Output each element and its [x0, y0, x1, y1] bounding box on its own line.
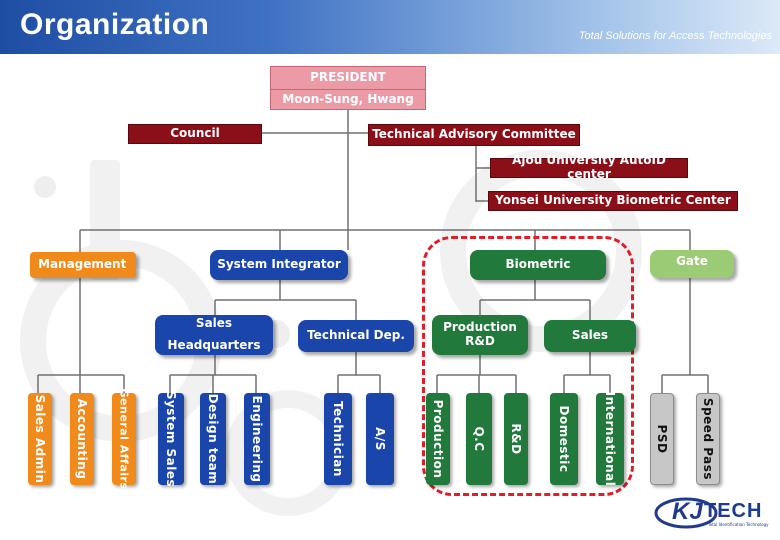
yonsei-biometric-center-box: Yonsei University Biometric Center [488, 191, 738, 211]
leaf-label: Design team [206, 393, 220, 485]
logo-swoosh-icon [654, 497, 718, 529]
leaf-label: PSD [655, 424, 669, 454]
leaf-label: Domestic [557, 405, 571, 473]
leaf-production: Production [426, 393, 450, 485]
page-title: Organization [20, 8, 210, 41]
leaf-label: A/S [373, 427, 387, 451]
biometric-highlight-frame [422, 236, 634, 496]
leaf-rd: R&D [504, 393, 528, 485]
leaf-speed-pass: Speed Pass [696, 393, 720, 485]
kjtech-logo: KJ TECH Total Identification Technology [654, 494, 772, 534]
logo-tech-text: TECH [704, 500, 763, 522]
technical-dep-box: Technical Dep. [298, 320, 414, 352]
header-tagline: Total Solutions for Access Technologies [578, 30, 772, 42]
leaf-label: Engineering [250, 395, 264, 483]
leaf-technician: Technician [324, 393, 352, 485]
leaf-label: Sales Admin [33, 394, 47, 484]
system-integrator-box: System Integrator [210, 250, 348, 280]
logo-subtitle: Total Identification Technology [708, 522, 769, 527]
leaf-label: System Sales [164, 390, 178, 488]
leaf-international: International [596, 391, 624, 487]
leaf-design-team: Design team [200, 393, 226, 485]
gate-box: Gate [650, 250, 734, 278]
sales-headquarters-box: Sales Headquarters [155, 315, 273, 355]
leaf-system-sales: System Sales [158, 390, 184, 488]
leaf-qc: Q.C [466, 393, 492, 485]
leaf-label: Accounting [75, 398, 89, 480]
leaf-as: A/S [366, 393, 394, 485]
leaf-accounting: Accounting [70, 393, 94, 485]
production-rd-line2: R&D [465, 334, 495, 348]
leaf-label: General Affairs [117, 388, 131, 490]
logo-kj-text: KJ [672, 498, 703, 525]
header-bar: Organization Total Solutions for Access … [0, 0, 780, 54]
leaf-label: R&D [509, 423, 523, 455]
biometric-box: Biometric [470, 250, 606, 280]
leaf-sales-admin: Sales Admin [28, 393, 52, 485]
president-name-box: Moon-Sung, Hwang [270, 90, 426, 110]
leaf-general-affairs: General Affairs [112, 389, 136, 489]
leaf-engineering: Engineering [244, 393, 270, 485]
ajou-autoid-center-box: Ajou University AutoID center [490, 153, 688, 181]
sales-headquarters-line1: Sales [195, 316, 233, 330]
production-rd-box: Production R&D [432, 315, 528, 355]
production-rd-line1: Production [443, 320, 517, 335]
management-box: Management [30, 252, 136, 278]
sales-headquarters-line2: Headquarters [167, 338, 261, 353]
leaf-domestic: Domestic [550, 393, 578, 485]
leaf-psd: PSD [650, 393, 674, 485]
leaf-label: Technician [331, 401, 345, 477]
leaf-label: Q.C [472, 426, 486, 452]
watermark-dot-icon [34, 176, 56, 198]
leaf-label: Speed Pass [701, 397, 715, 481]
leaf-label: Production [431, 399, 445, 479]
president-box: PRESIDENT [270, 66, 426, 90]
biometric-sales-box: Sales [544, 320, 636, 352]
technical-advisory-committee-box: Technical Advisory Committee [368, 124, 580, 146]
leaf-label: International [603, 391, 617, 487]
council-box: Council [128, 124, 262, 144]
